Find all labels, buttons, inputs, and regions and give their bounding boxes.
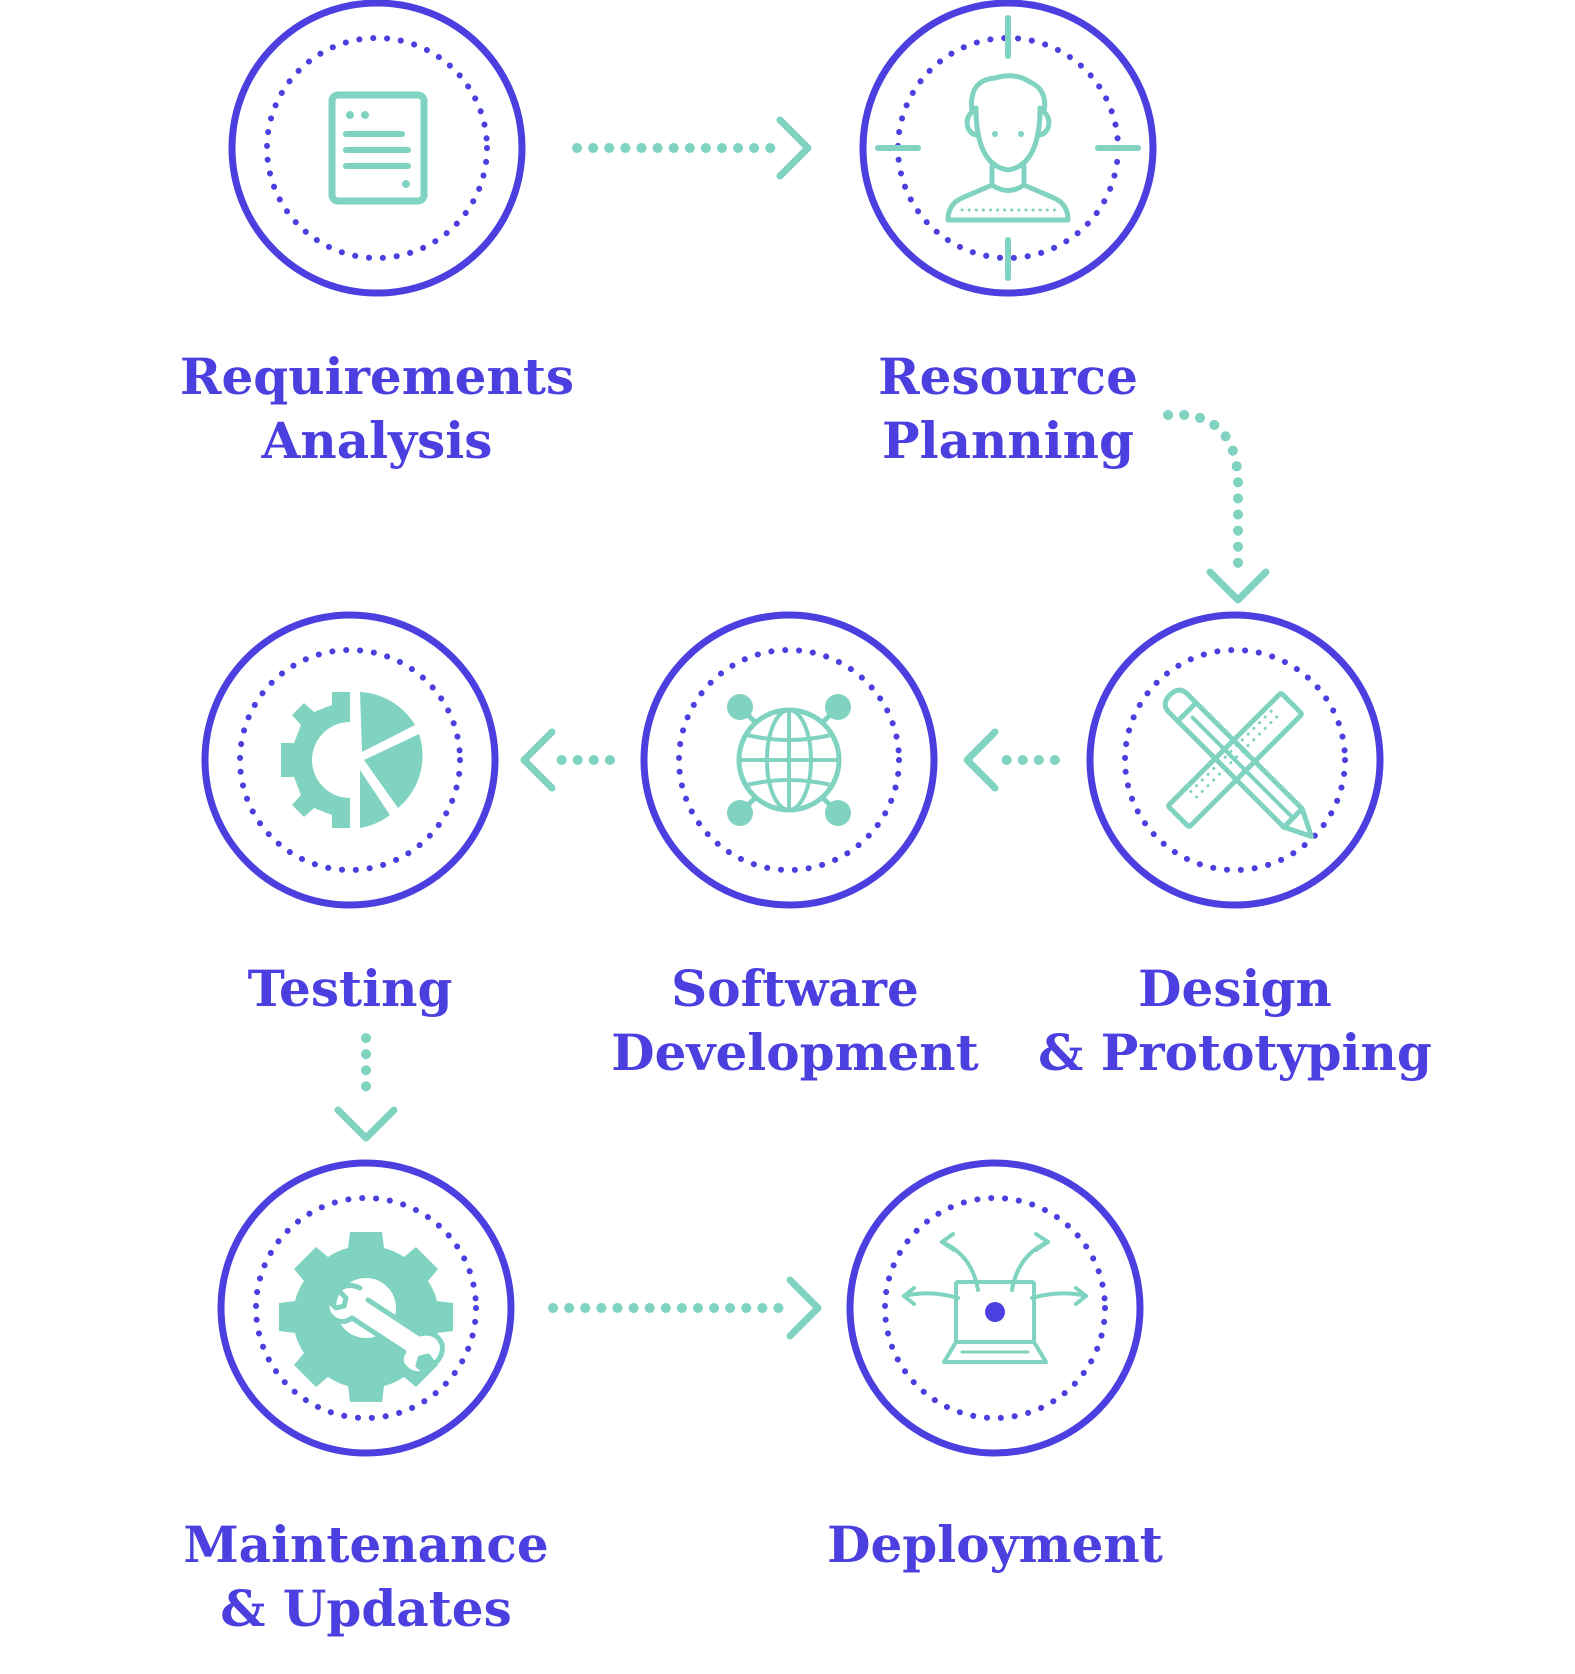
- label-testing: Testing: [90, 957, 610, 1021]
- label-design: Design & Prototyping: [975, 957, 1495, 1085]
- label-resource-line1: Resource: [878, 347, 1138, 406]
- label-software-line1: Software: [671, 959, 919, 1018]
- label-requirements-line1: Requirements: [179, 347, 575, 406]
- step-resource: [859, 0, 1157, 297]
- label-resource-line2: Planning: [881, 411, 1134, 470]
- label-requirements-line2: Analysis: [261, 411, 493, 470]
- label-testing-line1: Testing: [247, 959, 453, 1018]
- arrow-software-to-testing: [520, 728, 615, 792]
- document-icon: [328, 91, 428, 205]
- pencil-ruler-icon: [1162, 687, 1314, 839]
- laptop-arrows-icon: [902, 1232, 1088, 1364]
- gear-chart-icon: [281, 692, 423, 828]
- step-design: [1086, 611, 1384, 909]
- label-software: Software Development: [535, 957, 1055, 1085]
- globe-network-icon: [727, 694, 851, 826]
- label-requirements: Requirements Analysis: [117, 345, 637, 473]
- step-deployment: [846, 1159, 1144, 1457]
- label-maintenance: Maintenance & Updates: [106, 1513, 626, 1641]
- step-maintenance: [217, 1159, 515, 1457]
- step-requirements: [228, 0, 526, 297]
- arrow-design-to-software: [963, 728, 1060, 792]
- arrow-maintenance-to-deployment: [548, 1276, 822, 1340]
- label-resource: Resource Planning: [748, 345, 1268, 473]
- label-design-line1: Design: [1138, 959, 1332, 1018]
- label-maintenance-line1: Maintenance: [183, 1515, 549, 1574]
- step-testing: [201, 611, 499, 909]
- label-design-line2: & Prototyping: [1038, 1023, 1432, 1082]
- label-deployment: Deployment: [735, 1513, 1255, 1577]
- label-deployment-line1: Deployment: [827, 1515, 1163, 1574]
- gear-wrench-icon: [279, 1232, 453, 1402]
- arrow-requirements-to-resource: [572, 116, 812, 180]
- arrow-testing-to-maintenance: [334, 1033, 398, 1142]
- person-target-icon: [875, 15, 1141, 281]
- step-software: [640, 611, 938, 909]
- label-maintenance-line2: & Updates: [220, 1579, 512, 1638]
- label-software-line2: Development: [611, 1023, 979, 1082]
- arrow-resource-to-design: [1163, 409, 1270, 604]
